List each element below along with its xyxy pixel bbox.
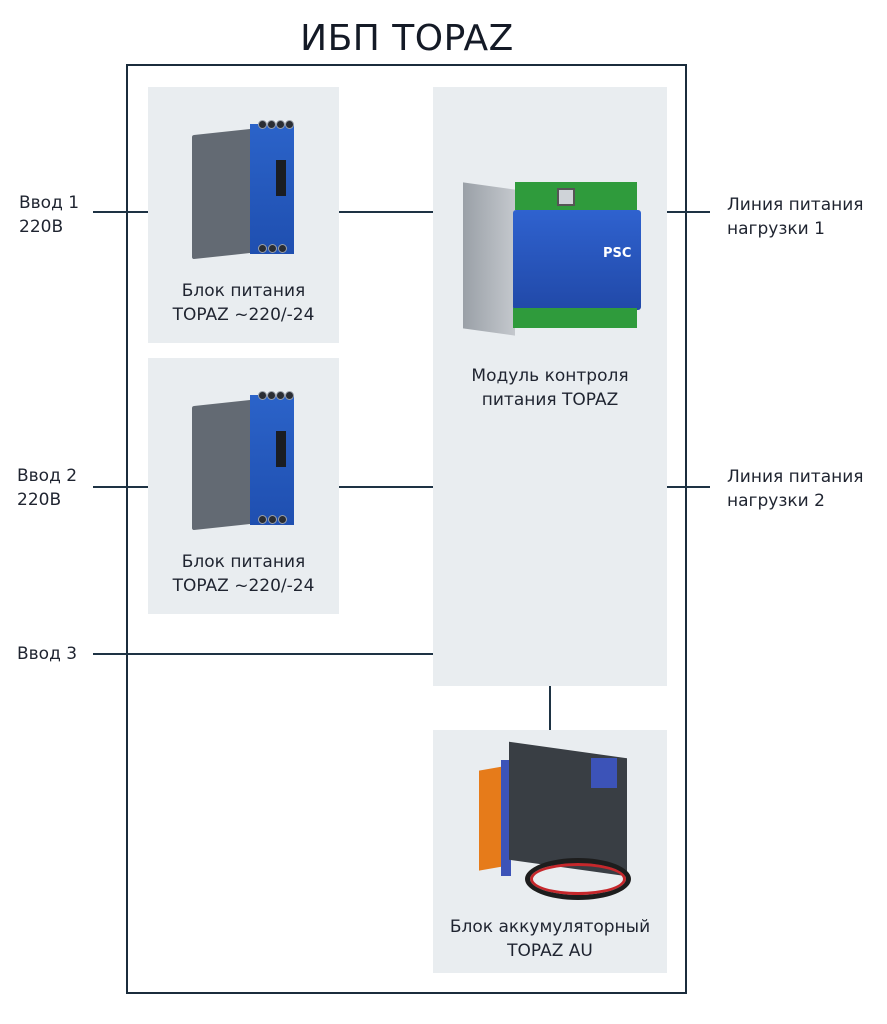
input1-line bbox=[93, 211, 148, 213]
psu1-image bbox=[192, 118, 296, 260]
psu1-module-line bbox=[339, 211, 433, 213]
input3-label: Ввод 3 bbox=[17, 644, 78, 664]
psu2-image bbox=[192, 389, 296, 531]
diagram-title: ИБП TOPAZ bbox=[300, 18, 514, 59]
module-image: PSC bbox=[463, 182, 643, 336]
module-battery-line bbox=[549, 686, 551, 730]
ups-enclosure bbox=[126, 64, 687, 994]
output1-line bbox=[667, 211, 710, 213]
battery-image bbox=[473, 741, 633, 900]
module-badge: PSC bbox=[603, 246, 632, 261]
psu2-module-line bbox=[339, 486, 433, 488]
output2-line bbox=[667, 486, 710, 488]
input3-line bbox=[93, 653, 433, 655]
input2-line bbox=[93, 486, 148, 488]
